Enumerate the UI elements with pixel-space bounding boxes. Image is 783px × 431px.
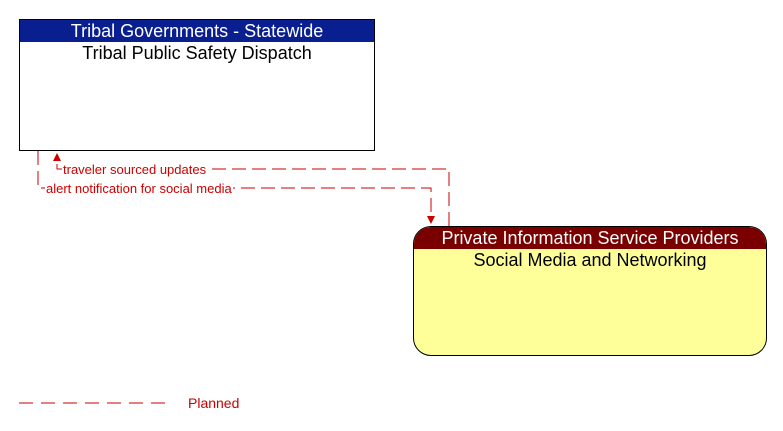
node-header-tribal-governments: Tribal Governments - Statewide bbox=[20, 20, 374, 42]
node-title-tribal-public-safety-dispatch: Tribal Public Safety Dispatch bbox=[82, 43, 312, 63]
node-title-social-media-and-networking: Social Media and Networking bbox=[473, 250, 707, 270]
node-header-private-information-service-providers: Private Information Service Providers bbox=[414, 227, 766, 249]
node-tribal-public-safety-dispatch[interactable]: Tribal Governments - Statewide Tribal Pu… bbox=[19, 19, 375, 151]
flow-line-traveler-sourced-updates bbox=[53, 153, 450, 226]
node-social-media-and-networking[interactable]: Private Information Service Providers So… bbox=[413, 226, 767, 356]
flow-label-traveler-sourced-updates: traveler sourced updates bbox=[62, 162, 208, 177]
flow-label-alert-notification: alert notification for social media bbox=[45, 181, 233, 196]
flow-line-alert-notification bbox=[37, 151, 435, 224]
legend-planned-label: Planned bbox=[188, 395, 240, 411]
